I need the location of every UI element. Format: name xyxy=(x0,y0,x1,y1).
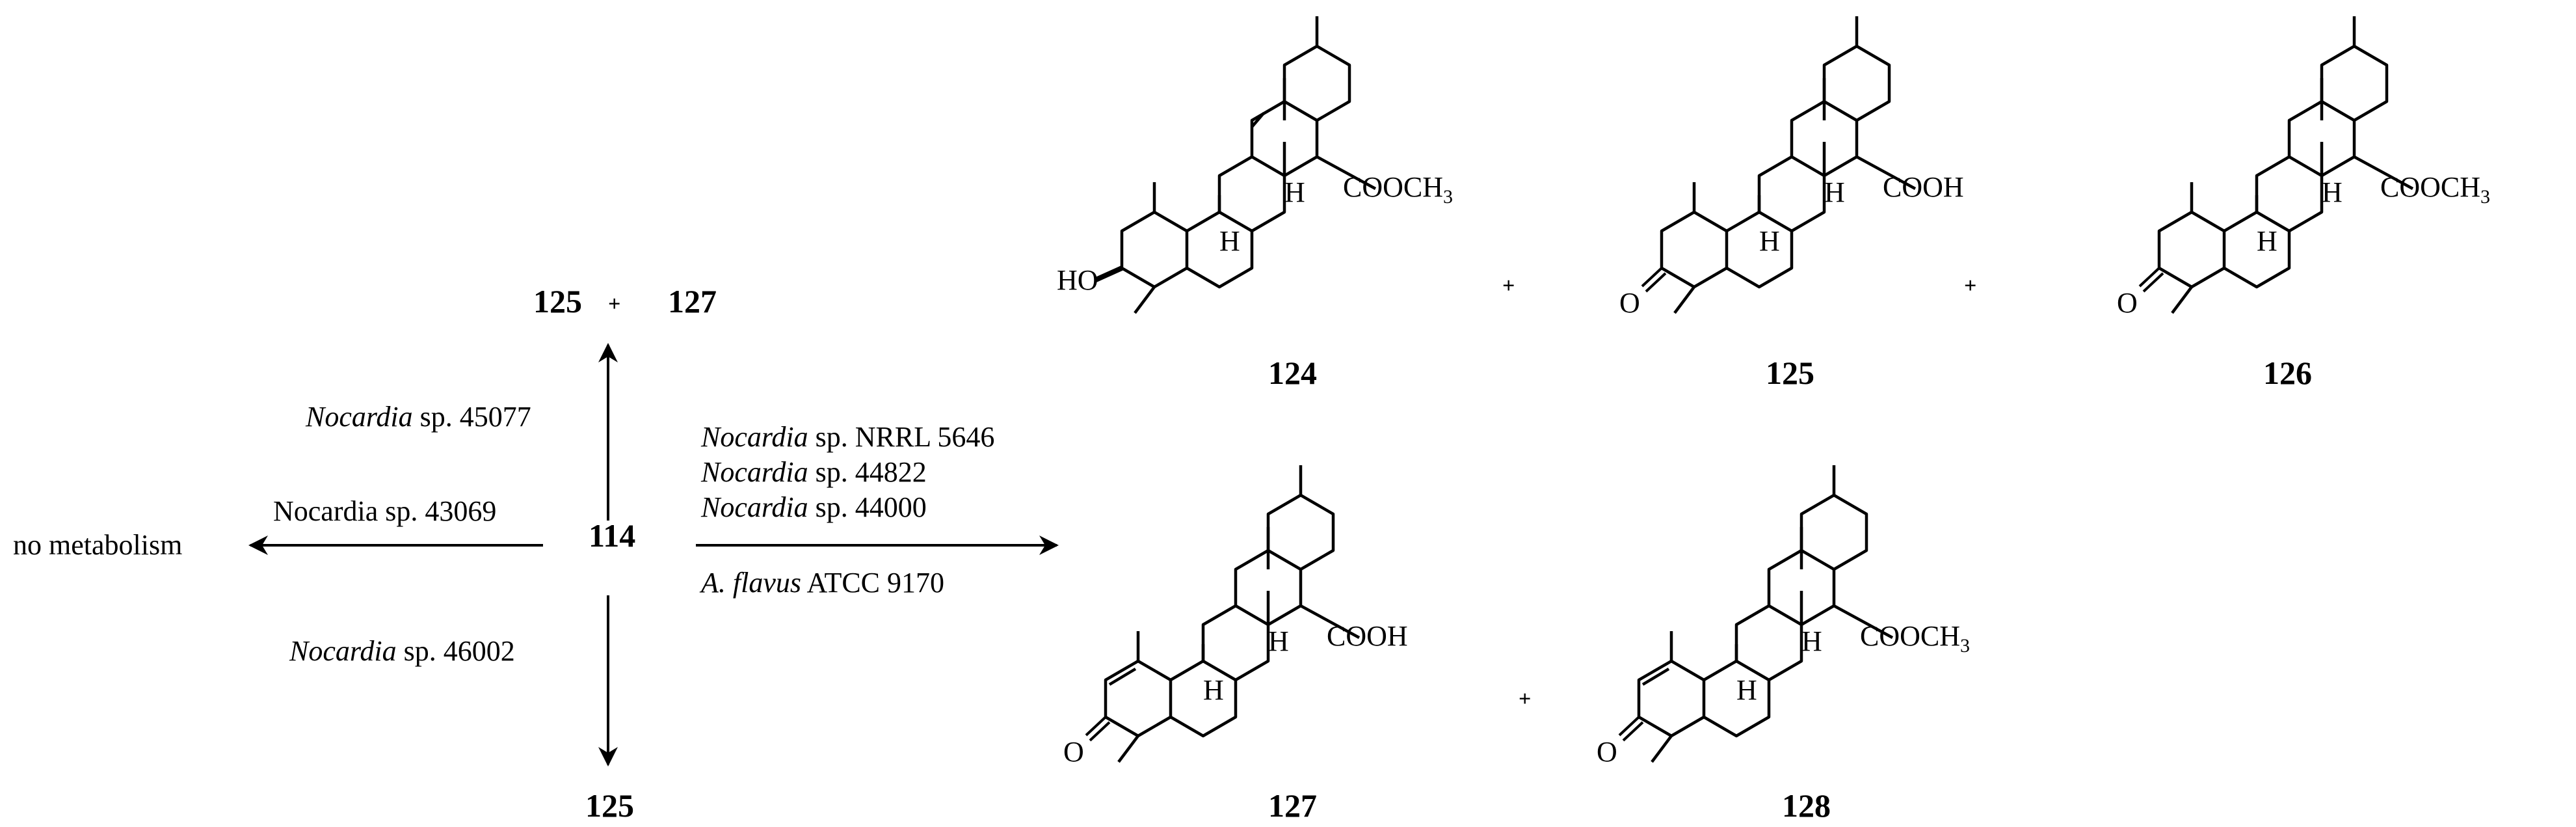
svg-text:COOCH3: COOCH3 xyxy=(1860,620,1970,657)
up-plus: + xyxy=(608,292,620,316)
right-condition-1: Nocardia sp. NRRL 5646 xyxy=(700,421,994,453)
svg-text:COOCH3: COOCH3 xyxy=(1343,171,1453,208)
svg-text:H: H xyxy=(1801,625,1822,657)
left-condition: Nocardia sp. 43069 xyxy=(273,495,496,527)
structure-127: O H H COOH 127 xyxy=(1063,465,1408,824)
compound-label-124: 124 xyxy=(1268,355,1317,391)
left-result: no metabolism xyxy=(13,529,182,561)
up-product-a: 125 xyxy=(533,283,582,319)
right-condition-below: A. flavus ATCC 9170 xyxy=(699,567,944,599)
svg-text:HO: HO xyxy=(1057,264,1098,296)
structure-124: HO H H COOCH3 124 xyxy=(1057,16,1453,391)
right-condition-3: Nocardia sp. 44000 xyxy=(700,491,927,523)
svg-text:H: H xyxy=(2257,225,2277,257)
down-condition: Nocardia sp. 46002 xyxy=(289,635,515,667)
svg-text:COOCH3: COOCH3 xyxy=(2380,171,2490,208)
svg-text:COOH: COOH xyxy=(1883,171,1964,203)
compound-label-125: 125 xyxy=(1766,355,1814,391)
svg-text:O: O xyxy=(1597,736,1617,768)
svg-text:H: H xyxy=(1203,674,1224,706)
svg-text:O: O xyxy=(1063,736,1084,768)
svg-text:H: H xyxy=(1759,225,1780,257)
svg-text:H: H xyxy=(1824,176,1845,208)
up-condition: Nocardia sp. 45077 xyxy=(305,401,531,433)
plus-3: + xyxy=(1519,687,1531,711)
compound-label-127: 127 xyxy=(1268,787,1317,824)
svg-text:H: H xyxy=(1284,176,1305,208)
compound-label-126: 126 xyxy=(2263,355,2312,391)
down-product: 125 xyxy=(585,787,634,824)
plus-1: + xyxy=(1502,274,1515,298)
svg-text:H: H xyxy=(1219,225,1240,257)
structure-125: O H H COOH 125 xyxy=(1619,16,1964,391)
svg-text:H: H xyxy=(1736,674,1757,706)
svg-text:O: O xyxy=(2117,287,2138,319)
svg-text:COOH: COOH xyxy=(1327,620,1408,652)
compound-label-128: 128 xyxy=(1782,787,1831,824)
svg-text:H: H xyxy=(2322,176,2343,208)
svg-text:O: O xyxy=(1619,287,1640,319)
up-product-b: 127 xyxy=(668,283,717,319)
plus-2: + xyxy=(1964,274,1976,298)
svg-text:H: H xyxy=(1268,625,1289,657)
center-compound: 114 xyxy=(589,517,635,554)
structure-128: O H H COOCH3 128 xyxy=(1597,465,1970,824)
structure-126: O H H COOCH3 126 xyxy=(2117,16,2490,391)
right-condition-2: Nocardia sp. 44822 xyxy=(700,456,927,488)
